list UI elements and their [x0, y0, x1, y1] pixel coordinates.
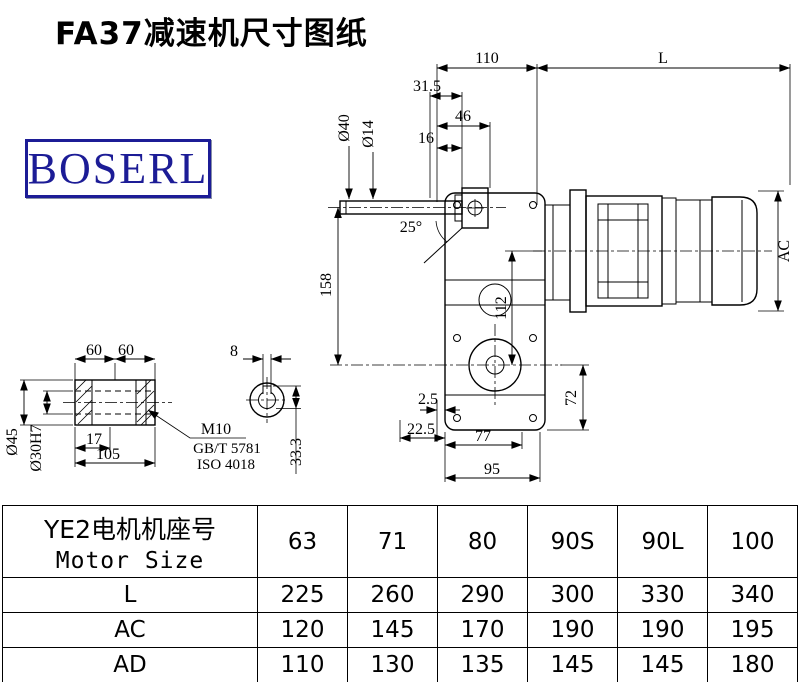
col-header-90l: 90L: [617, 505, 708, 578]
dim-label-AC: AC: [776, 240, 793, 262]
table-header-row: YE2电机机座号 Motor Size 63 71 80 90S 90L 100: [2, 505, 798, 578]
angle-arc: [435, 220, 448, 243]
dim-label-72: 72: [563, 390, 580, 406]
table-cell: 340: [707, 577, 798, 613]
table-cell: 300: [527, 577, 618, 613]
table-cell: 110: [257, 647, 348, 682]
fan-cover: [711, 196, 758, 306]
dim-label-77: 77: [475, 428, 491, 445]
thread-leader-line: [147, 409, 246, 439]
dim-label-8: 8: [230, 343, 238, 360]
header-line2: Motor Size: [55, 547, 205, 574]
boserl-logo: BOSERL: [25, 139, 211, 198]
dim-label-22-5: 22.5: [407, 421, 435, 438]
dim-label-17: 17: [86, 431, 102, 448]
col-header-80: 80: [437, 505, 528, 578]
flange-slope-line: [423, 227, 463, 264]
dim-label-112: 112: [493, 296, 510, 319]
col-header-71: 71: [347, 505, 438, 578]
dim-label-16: 16: [418, 130, 434, 147]
table-cell: 145: [617, 647, 708, 682]
dim-label-L: L: [658, 50, 668, 67]
dim-label-110: 110: [475, 50, 498, 67]
dim-label-60b: 60: [118, 342, 134, 359]
motor: [533, 189, 772, 313]
gearbox-housing: [330, 192, 562, 431]
shaft-detail-view: 60 60 Ø45 Ø30H7 17 105 M10 GB/T 5781 ISO…: [4, 342, 261, 473]
main-view-dimensions: 110 L 31.5 46 16 Ø40 Ø14 25° 158 112 AC …: [318, 50, 793, 482]
table-cell: 290: [437, 577, 528, 613]
col-header-100: 100: [707, 505, 798, 578]
row-label-L: L: [2, 577, 258, 613]
dim-label-25deg: 25°: [400, 219, 422, 236]
dim-label-dia40: Ø40: [336, 114, 353, 142]
table-cell: 120: [257, 612, 348, 648]
table-cell: 145: [347, 612, 438, 648]
dim-label-60a: 60: [86, 342, 102, 359]
table-row-AC: AC 120 145 170 190 190 195: [2, 612, 798, 648]
dim-label-46: 46: [455, 108, 471, 125]
dim-label-31-5: 31.5: [413, 78, 441, 95]
dim-label-105: 105: [96, 446, 120, 463]
table-cell: 190: [527, 612, 618, 648]
table-cell: 330: [617, 577, 708, 613]
thread-label-m10: M10: [201, 421, 231, 438]
dim-label-dia45: Ø45: [4, 428, 21, 456]
dim-label-2-5: 2.5: [418, 391, 438, 408]
table-cell: 195: [707, 612, 798, 648]
main-view: [328, 187, 772, 431]
dim-label-95: 95: [484, 461, 500, 478]
table-row-L: L 225 260 290 300 330 340: [2, 577, 798, 613]
boserl-logo-text: BOSERL: [27, 143, 209, 193]
table-cell: 190: [617, 612, 708, 648]
row-label-AC: AC: [2, 612, 258, 648]
table-row-AD: AD 110 130 135 145 145 180: [2, 647, 798, 682]
table-cell: 135: [437, 647, 528, 682]
dim-label-33-3: 33.3: [288, 438, 305, 466]
motor-adapter: [544, 204, 571, 301]
technical-drawing: 110 L 31.5 46 16 Ø40 Ø14 25° 158 112 AC …: [4, 50, 793, 482]
table-cell: 130: [347, 647, 438, 682]
input-shaft: [328, 187, 506, 229]
header-line1: YE2电机机座号: [44, 514, 216, 544]
dim-label-dia30h7: Ø30H7: [28, 424, 45, 471]
motor-size-header-cell: YE2电机机座号 Motor Size: [2, 505, 258, 578]
thread-label-iso4018: ISO 4018: [197, 457, 255, 473]
col-header-63: 63: [257, 505, 348, 578]
dim-label-158: 158: [318, 273, 335, 297]
motor-size-table: YE2电机机座号 Motor Size 63 71 80 90S 90L 100…: [2, 505, 798, 682]
cross-section-view: 8 33.3: [230, 343, 305, 474]
table-cell: 170: [437, 612, 528, 648]
thread-label-gbt5781: GB/T 5781: [193, 441, 261, 457]
table-cell: 145: [527, 647, 618, 682]
table-cell: 225: [257, 577, 348, 613]
table-cell: 180: [707, 647, 798, 682]
dim-label-dia14: Ø14: [360, 120, 377, 148]
col-header-90s: 90S: [527, 505, 618, 578]
table-cell: 260: [347, 577, 438, 613]
row-label-AD: AD: [2, 647, 258, 682]
page-title: FA37减速机尺寸图纸: [55, 16, 368, 52]
